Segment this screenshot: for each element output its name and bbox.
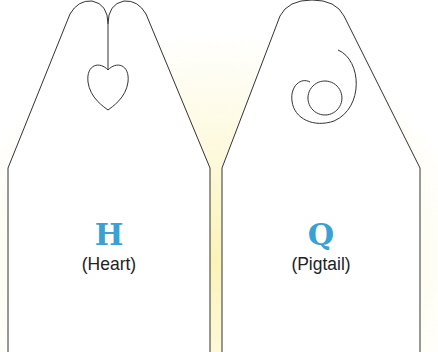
tag-outline	[8, 0, 210, 352]
hanger-hole	[292, 50, 356, 123]
hole-code: H	[8, 218, 210, 251]
hole-name: (Pigtail)	[222, 253, 420, 276]
tag-outline	[222, 0, 420, 352]
hanger-hole	[88, 65, 128, 110]
tag-fill	[222, 0, 420, 352]
hanger-tag: H(Heart)	[8, 0, 210, 352]
hanger-tag: Q(Pigtail)	[222, 0, 420, 352]
tag-fill	[8, 1, 210, 352]
hole-code: Q	[222, 218, 420, 251]
hanger-hole	[308, 81, 342, 115]
hole-name: (Heart)	[8, 253, 210, 276]
tag-border	[222, 0, 420, 352]
tag-border	[8, 1, 210, 352]
hanger-hole	[108, 24, 109, 70]
